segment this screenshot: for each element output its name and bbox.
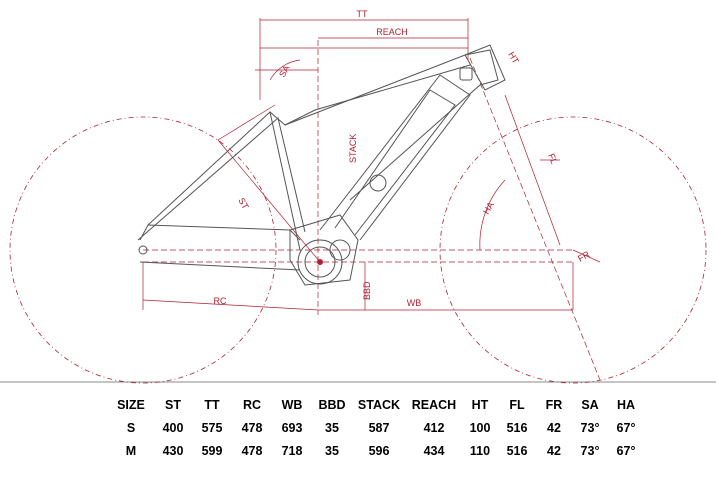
label-stack: STACK <box>348 134 358 163</box>
table-header: HA <box>616 397 636 412</box>
table-header: FR <box>545 397 563 412</box>
table-cell: 67° <box>616 420 636 435</box>
label-wb: WB <box>407 298 422 308</box>
front-wheel <box>439 116 707 384</box>
label-bbd: BBD <box>362 281 372 300</box>
bike-geometry-diagram: TT REACH HT SA STACK FL ST HA FR RC BBD … <box>0 9 716 384</box>
bike-frame <box>137 44 506 286</box>
label-rc: RC <box>214 296 227 306</box>
label-sa: SA <box>277 64 292 79</box>
table-header: STACK <box>357 397 401 412</box>
table-cell: 67° <box>616 443 636 458</box>
table-cell: 516 <box>506 443 528 458</box>
label-fl: FL <box>546 152 559 165</box>
table-cell: 478 <box>241 420 263 435</box>
table-cell: 35 <box>325 420 339 435</box>
label-ht: HT <box>506 50 521 66</box>
table-cell: 400 <box>162 420 184 435</box>
table-header: TT <box>204 397 220 412</box>
table-cell: 42 <box>547 420 561 435</box>
table-cell: 73° <box>580 420 600 435</box>
table-cell: 42 <box>547 443 561 458</box>
table-cell: 596 <box>368 443 390 458</box>
table-header-row: SIZE ST TT RC WB BBD STACK REACH HT FL F… <box>108 393 644 416</box>
table-header: FL <box>509 397 525 412</box>
table-cell: 718 <box>281 443 303 458</box>
table-cell: 110 <box>469 443 491 458</box>
dimension-lines <box>142 18 601 381</box>
geometry-table: SIZE ST TT RC WB BBD STACK REACH HT FL F… <box>108 393 644 462</box>
table-cell: 478 <box>241 443 263 458</box>
table-cell: 575 <box>201 420 223 435</box>
table-cell: 599 <box>201 443 223 458</box>
label-tt: TT <box>357 9 368 19</box>
table-row: S 400 575 478 693 35 587 412 100 516 42 … <box>108 416 644 439</box>
table-header: SA <box>581 397 599 412</box>
rear-wheel <box>9 116 277 384</box>
table-cell: 73° <box>580 443 600 458</box>
table-cell: 693 <box>281 420 303 435</box>
table-cell: 587 <box>368 420 390 435</box>
table-cell: 412 <box>423 420 445 435</box>
table-header: BBD <box>318 397 346 412</box>
table-cell: 35 <box>325 443 339 458</box>
label-st: ST <box>236 196 251 211</box>
table-header: ST <box>165 397 181 412</box>
table-cell: M <box>125 443 137 458</box>
table-header: WB <box>281 397 303 412</box>
label-ha: HA <box>481 200 496 216</box>
table-cell: 434 <box>423 443 445 458</box>
table-cell: 516 <box>506 420 528 435</box>
table-header: REACH <box>411 397 457 412</box>
table-cell: 100 <box>469 420 491 435</box>
bottom-bracket-marker <box>317 259 323 265</box>
table-row: M 430 599 478 718 35 596 434 110 516 42 … <box>108 439 644 462</box>
table-cell: 430 <box>162 443 184 458</box>
table-cell: S <box>126 420 136 435</box>
table-header: HT <box>471 397 489 412</box>
table-header: SIZE <box>117 397 145 412</box>
label-reach: REACH <box>376 27 408 37</box>
table-header: RC <box>242 397 262 412</box>
label-fr: FR <box>576 249 592 264</box>
